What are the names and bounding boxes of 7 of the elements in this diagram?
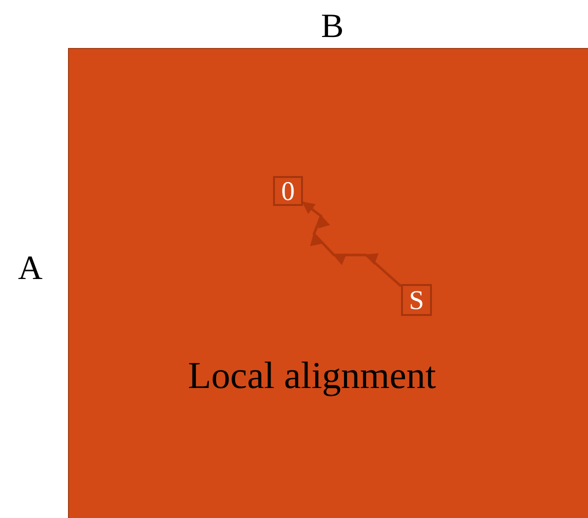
cell-box: 0 (273, 176, 303, 206)
traceback-arrow (302, 201, 402, 288)
cell-box: S (401, 284, 432, 316)
area-title: Local alignment (187, 357, 437, 395)
axis-label: A (18, 252, 43, 286)
matrix-area (68, 48, 588, 518)
axis-label: B (321, 10, 344, 44)
